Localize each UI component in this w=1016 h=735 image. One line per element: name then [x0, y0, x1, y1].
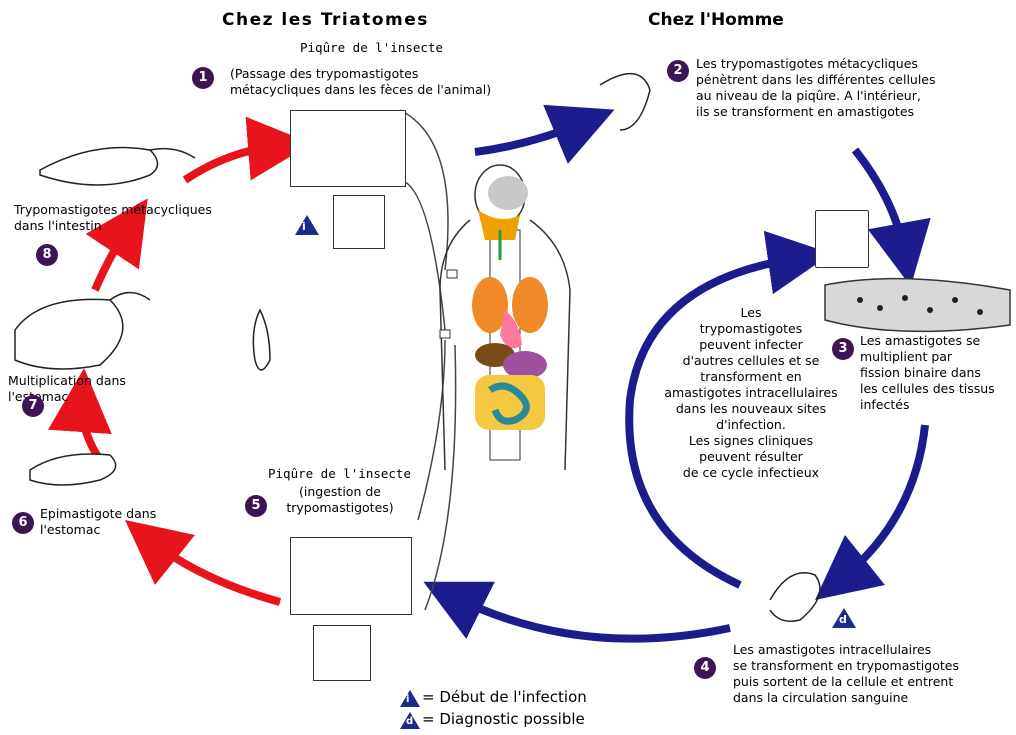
- step-4-text: Les amastigotes intracellulaires se tran…: [733, 642, 959, 706]
- step-6-badge: 6: [12, 512, 34, 534]
- amastigote-cell-image: [815, 210, 869, 268]
- step-1-text: (Passage des trypomastigotes métacycliqu…: [230, 66, 491, 98]
- insect-bite-image-5: [290, 537, 412, 615]
- arrow-6-to-7: [82, 400, 100, 460]
- arrow-7-to-8: [95, 225, 130, 290]
- insect-bite-image-1: [290, 110, 406, 187]
- diagnostic-marker-icon: d: [832, 608, 856, 628]
- arrow-1-to-2: [475, 122, 585, 152]
- step-8-text: Trypomastigotes métacycliques dans l'int…: [14, 202, 212, 234]
- step-4-badge: 4: [694, 657, 716, 679]
- arrow-5-to-6: [150, 540, 280, 602]
- legend-infection-label: = Début de l'infection: [422, 688, 587, 706]
- arrow-8-to-1: [185, 146, 280, 180]
- legend-diagnostic-icon: d: [400, 712, 420, 729]
- legend-infection-icon: i: [400, 690, 420, 707]
- step-2-text: Les trypomastigotes métacycliques pénètr…: [696, 56, 936, 120]
- heading-insect: Chez les Triatomes: [222, 10, 429, 30]
- step-1-badge: 1: [192, 67, 214, 89]
- legend-diagnostic-label: = Diagnostic possible: [422, 710, 585, 728]
- step-7-badge: 7: [22, 395, 44, 417]
- step-5-badge: 5: [245, 495, 267, 517]
- step-6-text: Epimastigote dans l'estomac: [40, 506, 156, 538]
- trypomastigote-inset-1: [333, 195, 385, 249]
- human-body-illustration: [440, 165, 570, 470]
- step-5-title: Piqûre de l'insecte: [268, 466, 411, 481]
- legend: i = Début de l'infection d = Diagnostic …: [400, 688, 730, 732]
- trypomastigote-inset-5: [313, 625, 371, 681]
- step-2-badge: 2: [667, 60, 689, 82]
- step-1-title: Piqûre de l'insecte: [300, 40, 443, 55]
- reinfection-note: Les trypomastigotes peuvent infecter d'a…: [636, 305, 866, 481]
- step-8-badge: 8: [36, 244, 58, 266]
- infection-marker-icon: i: [295, 215, 319, 235]
- step-3-text: Les amastigotes se multiplient par fissi…: [860, 333, 995, 413]
- step-5-text: (ingestion de trypomastigotes): [280, 484, 400, 516]
- arrow-4-to-5: [452, 596, 730, 639]
- heading-human: Chez l'Homme: [648, 10, 784, 30]
